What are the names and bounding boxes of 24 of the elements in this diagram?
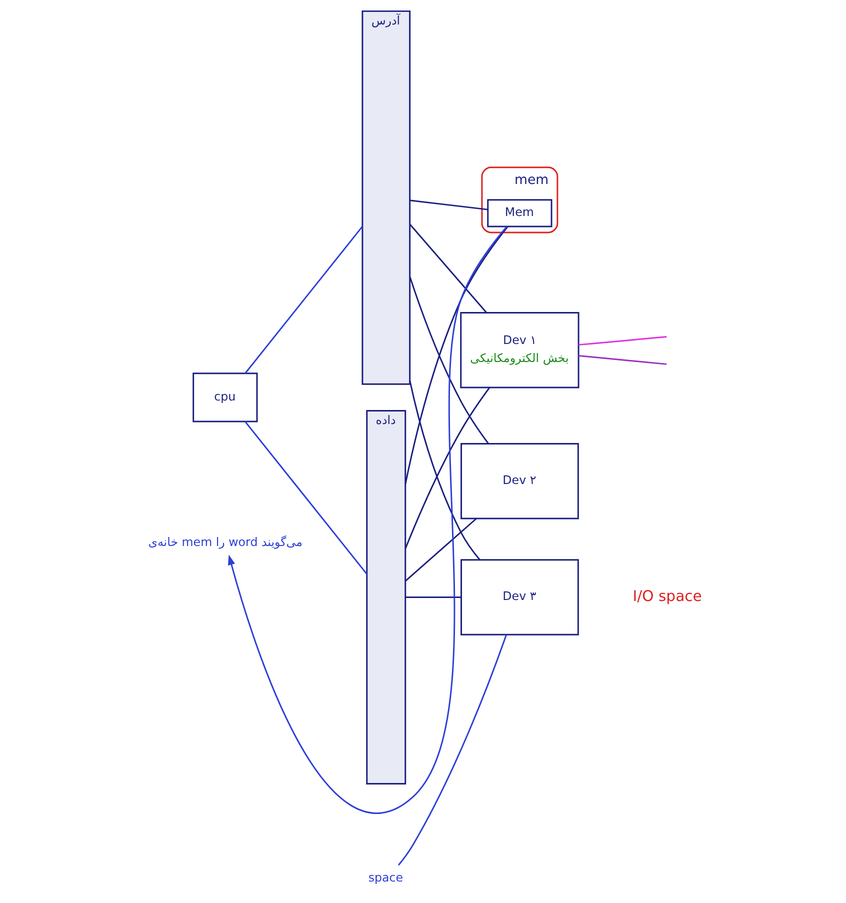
connector [244, 226, 362, 374]
connector [405, 596, 461, 598]
node-box: Dev ۱ بخش الکترومکانیکی [460, 312, 579, 388]
node-box: داده [366, 410, 406, 784]
node-box: Dev ۲ [460, 443, 578, 520]
label: I/O space [632, 588, 702, 605]
connector [404, 387, 490, 549]
node-box: Dev ۳ [460, 559, 578, 636]
connector [408, 380, 480, 560]
connector [409, 200, 488, 210]
node-box: cpu [192, 372, 258, 422]
node-text: خانه‌ی mem را word می‌گویند [148, 535, 302, 550]
connector [408, 276, 489, 444]
connector [578, 354, 666, 365]
connector [578, 336, 666, 346]
connector [244, 421, 367, 574]
arrow [227, 226, 507, 814]
connector [397, 634, 506, 866]
connector [404, 226, 508, 484]
connector [404, 518, 476, 582]
connector [408, 224, 487, 314]
node-text: space [368, 870, 403, 884]
node-box: Mem [486, 199, 552, 228]
node-box: آدرس [361, 10, 410, 385]
